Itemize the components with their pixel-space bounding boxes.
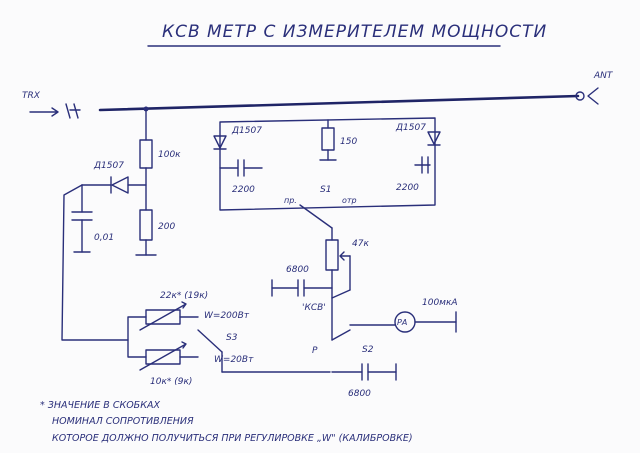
c-6800-mid-label: 6800 (286, 265, 309, 275)
potentiometer-47k (325, 239, 339, 271)
note-line-3: КОТОРОЕ ДОЛЖНО ПОЛУЧИТЬСЯ ПРИ РЕГУЛИРОВК… (52, 433, 413, 444)
switch-s3-lever (197, 329, 223, 353)
trx-connector-icon (65, 103, 81, 119)
trx-label: TRX (22, 91, 41, 101)
r-bottom-label: 200 (158, 222, 175, 232)
pr-label: пр. (284, 196, 297, 205)
trim-arrow-icon (139, 301, 187, 331)
w-20-label: W=20Вт (214, 355, 254, 365)
r-150-label: 150 (340, 137, 357, 147)
s2-label: S2 (362, 345, 374, 355)
coupler-box (219, 117, 436, 211)
diode-ref-label: Д1507 (395, 123, 426, 133)
trim-arrow-icon (139, 341, 187, 371)
pot-wire (331, 289, 351, 299)
diode-left-label: Д1507 (93, 161, 124, 171)
c-left-label: 0,01 (94, 233, 114, 243)
note-line-2: НОМИНАЛ СОПРОТИВЛЕНИЯ (52, 416, 194, 427)
ksv-label: 'КСВ' (302, 303, 326, 313)
r-22k-label: 22к* (19к) (160, 291, 208, 301)
r-top-label: 100к (158, 150, 181, 160)
main-line (98, 94, 580, 112)
diode-fwd-label: Д1507 (231, 126, 262, 136)
switch-s2-lever (331, 329, 351, 341)
left-return-wire (61, 184, 129, 341)
c-fwd-label: 2200 (232, 185, 255, 195)
ant-arrow-icon (587, 87, 599, 105)
ant-label: ANT (593, 71, 614, 81)
c-ref-label: 2200 (396, 183, 419, 193)
p-label: Р (312, 346, 318, 356)
pot-wiper-icon (339, 251, 351, 261)
resistor-100k (139, 139, 153, 169)
diode-ref-icon (427, 131, 441, 145)
meter-range-label: 100мкА (422, 298, 458, 308)
s1-label: S1 (320, 185, 331, 195)
switch-s1-lever (299, 204, 333, 229)
resistor-200 (139, 209, 153, 241)
pot-47k-label: 47к (352, 239, 369, 249)
resistor-150 (321, 127, 335, 151)
otr-label: отр (342, 196, 357, 205)
c-6800-bot-label: 6800 (348, 389, 371, 399)
note-line-1: * ЗНАЧЕНИЕ В СКОБКАХ (40, 400, 160, 411)
trx-arrow-icon (29, 107, 59, 117)
meter-label: РА (397, 318, 407, 327)
s3-label: S3 (226, 333, 238, 343)
page-title: КСВ МЕТР С ИЗМЕРИТЕЛЕМ МОЩНОСТИ (162, 22, 547, 42)
diode-left-icon (111, 176, 129, 194)
w-200-label: W=200Вт (204, 311, 250, 321)
s3-network-wires (127, 316, 199, 358)
ant-terminal-icon (575, 91, 585, 101)
r-10k-label: 10к* (9к) (150, 377, 192, 387)
diode-fwd-icon (213, 135, 227, 149)
